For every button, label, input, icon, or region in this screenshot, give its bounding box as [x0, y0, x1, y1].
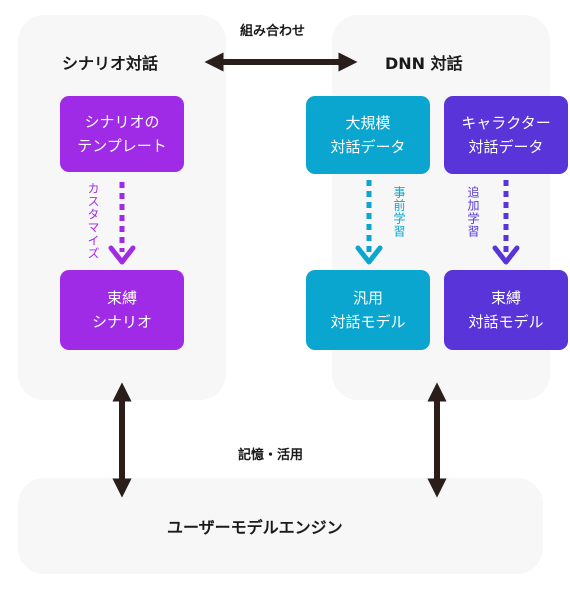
- pretrain-label: 事前学習: [392, 186, 406, 238]
- constraint-scenario-line2: シナリオ: [91, 313, 152, 331]
- user-model-engine-panel: [18, 478, 543, 574]
- constraint-dialogue-model-box: 束縛 対話モデル: [444, 270, 568, 350]
- memory-usage-label: 記憶・活用: [238, 448, 304, 463]
- additional-training-arrow: [492, 180, 520, 265]
- character-data-line1: キャラクター: [461, 114, 551, 132]
- large-data-line1: 大規模: [345, 114, 391, 132]
- scenario-dialogue-title: シナリオ対話: [62, 54, 159, 73]
- additional-training-label: 追加学習: [466, 186, 480, 238]
- constraint-model-line1: 束縛: [490, 289, 521, 307]
- general-model-line1: 汎用: [352, 289, 383, 307]
- combine-label: 組み合わせ: [240, 24, 306, 39]
- scenario-template-box: シナリオの テンプレート: [60, 96, 184, 172]
- scenario-template-line1: シナリオの: [84, 113, 160, 131]
- pretrain-arrow: [355, 180, 383, 265]
- constraint-model-line2: 対話モデル: [468, 313, 544, 331]
- general-dialogue-model-box: 汎用 対話モデル: [306, 270, 430, 350]
- user-model-engine-title: ユーザーモデルエンジン: [167, 518, 343, 537]
- scenario-template-line2: テンプレート: [77, 137, 167, 155]
- constraint-scenario-line1: 束縛: [106, 289, 137, 307]
- customize-label: カスタマイズ: [86, 182, 100, 260]
- large-dialogue-data-box: 大規模 対話データ: [306, 96, 430, 174]
- constraint-scenario-box: 束縛 シナリオ: [60, 270, 184, 350]
- large-data-line2: 対話データ: [330, 138, 406, 156]
- character-data-line2: 対話データ: [468, 138, 544, 156]
- character-dialogue-data-box: キャラクター 対話データ: [444, 96, 568, 174]
- dnn-dialogue-title: DNN 対話: [385, 54, 463, 73]
- customize-arrow: [108, 182, 136, 265]
- general-model-line2: 対話モデル: [330, 313, 406, 331]
